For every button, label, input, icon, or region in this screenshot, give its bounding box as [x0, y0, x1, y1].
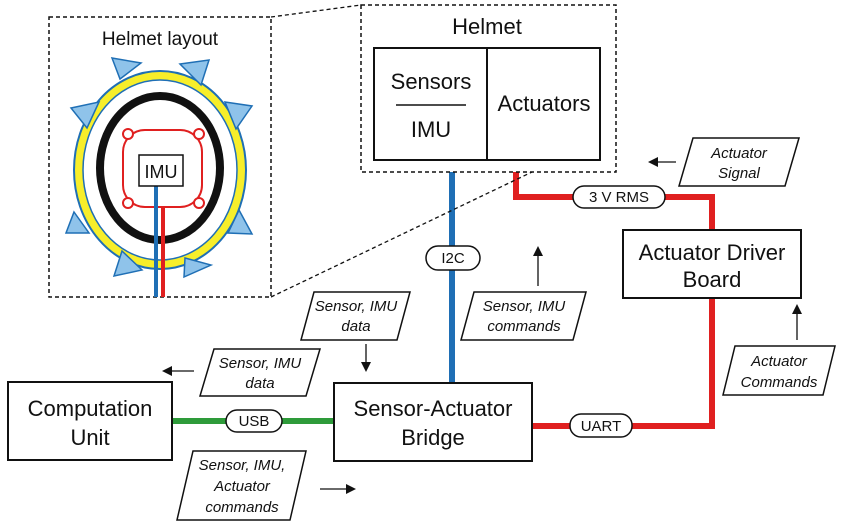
actuator-triangle-icon — [178, 59, 211, 87]
note-sensor-imu-actuator-commands: Sensor, IMU, Actuator commands — [176, 450, 356, 521]
i2c-pill: I2C — [425, 245, 481, 271]
driver-rect — [622, 229, 802, 299]
note-line: data — [245, 375, 274, 392]
zoom-line-bottom — [270, 171, 533, 298]
computation-unit-label-1: Computation — [28, 396, 153, 421]
inset-imu-label: IMU — [145, 162, 178, 182]
note-line: Sensor, IMU — [483, 298, 566, 315]
note-actuator-signal: Actuator Signal — [648, 137, 800, 187]
helmet-imu-label: IMU — [411, 117, 451, 142]
note-shape — [300, 291, 411, 341]
note-line: Sensor, IMU, — [199, 457, 286, 474]
note-line: Commands — [741, 374, 818, 391]
helmet-group: Helmet Sensors IMU Actuators — [360, 4, 617, 173]
rms-pill: 3 V RMS — [572, 185, 666, 209]
note-shape — [460, 291, 587, 341]
driver-label-1: Actuator Driver — [639, 240, 786, 265]
computation-unit-rect — [7, 381, 173, 461]
bridge-label-2: Bridge — [401, 425, 465, 450]
note-sensor-imu-commands: Sensor, IMU commands — [460, 246, 587, 341]
actuator-triangle-icon — [69, 100, 101, 130]
bridge-rect — [333, 382, 533, 462]
actuator-triangles — [64, 57, 254, 279]
uart-label: UART — [581, 418, 622, 435]
helmet-layout-inset: Helmet layout IMU — [48, 16, 272, 298]
note-line: commands — [487, 318, 561, 335]
uart-pill-shape — [569, 413, 633, 438]
note-line: commands — [205, 499, 279, 516]
rms-label: 3 V RMS — [589, 189, 649, 206]
note-line: data — [341, 318, 370, 335]
usb-pill: USB — [225, 409, 283, 433]
note-line: Actuator — [750, 353, 808, 370]
actuator-triangle-icon — [223, 101, 254, 131]
note-line: Actuator — [213, 478, 271, 495]
actuator-triangle-icon — [183, 257, 214, 279]
sensor-node — [122, 128, 134, 140]
computation-unit-label-2: Unit — [70, 425, 109, 450]
bridge-label-1: Sensor-Actuator — [354, 396, 513, 421]
actuator-triangle-icon — [64, 210, 91, 234]
note-shape — [198, 348, 322, 397]
note-shape — [678, 137, 800, 187]
rms-pill-shape — [572, 185, 666, 209]
driver-label-2: Board — [683, 267, 742, 292]
actuator-triangle-icon — [226, 208, 254, 235]
sensor-node — [122, 197, 134, 209]
note-actuator-commands: Actuator Commands — [722, 304, 836, 396]
usb-pill-shape — [225, 409, 283, 433]
sensor-ring — [122, 129, 203, 208]
uart-pill: UART — [569, 413, 633, 438]
sensor-node — [193, 197, 205, 209]
note-shape — [722, 345, 836, 396]
i2c-pill-shape — [425, 245, 481, 271]
sensor-node — [193, 128, 205, 140]
actuator-triangle-icon — [110, 57, 143, 81]
inset-imu-box — [138, 154, 184, 187]
note-sensor-imu-data-top: Sensor, IMU data — [300, 291, 411, 372]
actuator-driver-board-box: Actuator Driver Board — [622, 229, 802, 299]
helmet-sensors-label: Sensors — [391, 69, 472, 94]
usb-label: USB — [239, 413, 270, 430]
note-line: Sensor, IMU — [219, 355, 302, 372]
actuator-triangle-icon — [112, 249, 144, 278]
note-shape — [176, 450, 307, 521]
note-line: Signal — [718, 165, 760, 182]
helmet-title: Helmet — [452, 14, 522, 39]
helmet-layout-title: Helmet layout — [102, 29, 219, 50]
note-line: Sensor, IMU — [315, 298, 398, 315]
zoom-line-top — [270, 4, 362, 18]
note-line: Actuator — [710, 145, 768, 162]
i2c-label: I2C — [441, 250, 465, 267]
computation-unit-box: Computation Unit — [7, 381, 173, 461]
sensor-actuator-bridge-box: Sensor-Actuator Bridge — [333, 382, 533, 462]
note-sensor-imu-data-left: Sensor, IMU data — [162, 348, 322, 397]
helmet-actuators-label: Actuators — [498, 91, 591, 116]
